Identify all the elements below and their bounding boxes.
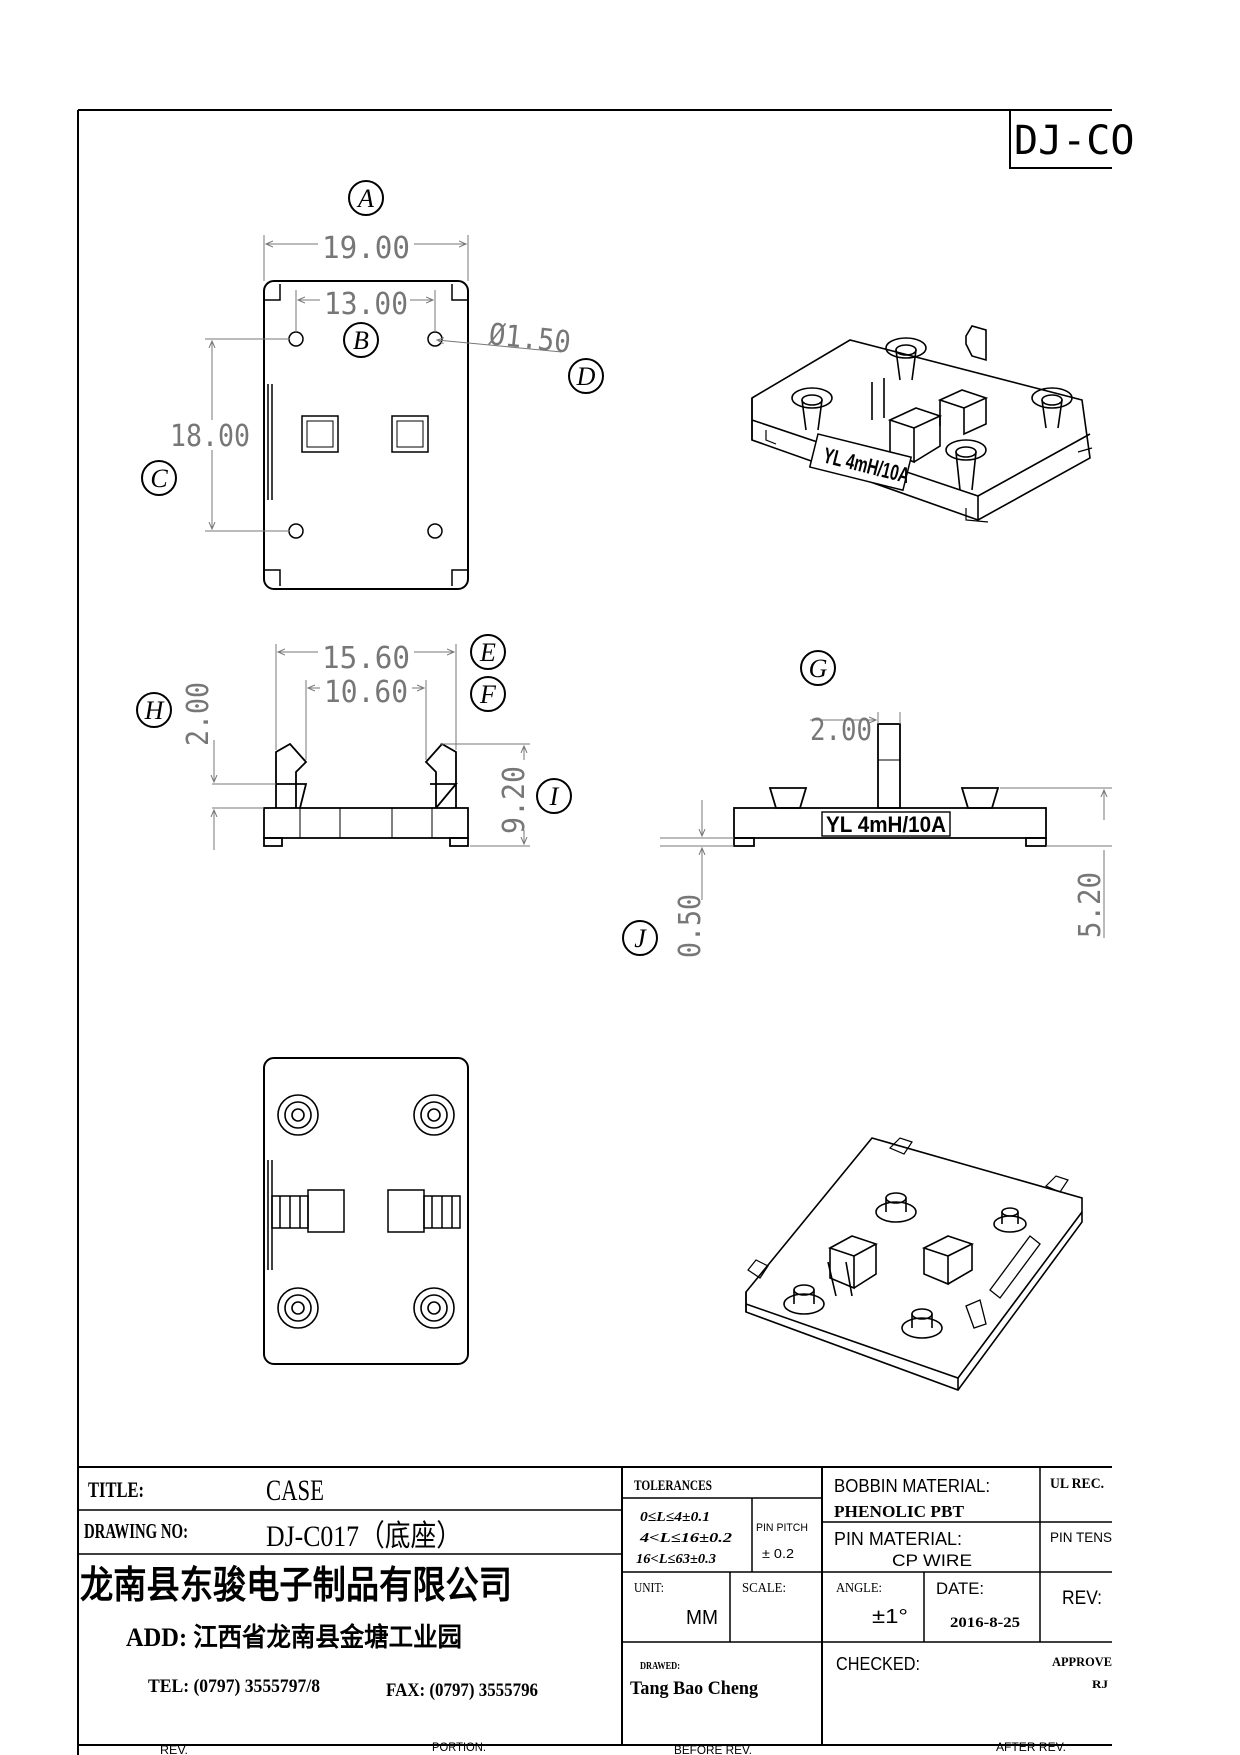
dim-pin-span-13: 13.00 xyxy=(324,287,408,322)
scale-label: SCALE: xyxy=(742,1581,786,1596)
balloons-side xyxy=(622,650,836,956)
company-tel: TEL: (0797) 3555797/8 xyxy=(148,1676,320,1697)
unit-value: MM xyxy=(686,1607,718,1629)
dim-pin-diameter: Ø1.50 xyxy=(487,317,572,360)
tolerance-3: 16<L≤63±0.3 xyxy=(636,1552,716,1567)
dim-2-00-front: 2.00 xyxy=(181,682,216,746)
side-view xyxy=(733,723,1047,847)
drawing-no-value: DJ-C017（底座） xyxy=(266,1520,462,1553)
rev-label: REV: xyxy=(1062,1588,1102,1609)
drawn-label: DRAWED: xyxy=(640,1660,680,1672)
ul-rec-label: UL REC. xyxy=(1050,1476,1104,1492)
isometric-view-top xyxy=(751,325,1093,523)
unit-label: UNIT: xyxy=(634,1581,664,1596)
rev-column: REV. xyxy=(160,1743,188,1755)
balloon-h: H xyxy=(144,696,165,725)
checked-label: CHECKED: xyxy=(836,1654,920,1674)
top-view-dimensions xyxy=(205,235,563,532)
title-block-text: TITLE: CASE DRAWING NO: DJ-C017（底座） 龙南县东… xyxy=(80,1474,1112,1755)
front-view-dimensions xyxy=(212,644,530,850)
tolerance-2: 4<L≤16±0.2 xyxy=(639,1531,732,1546)
balloon-i: I xyxy=(549,782,560,811)
pin-pitch-value: ± 0.2 xyxy=(762,1546,794,1561)
company-address: ADD: 江西省龙南县金塘工业园 xyxy=(126,1622,462,1652)
bobbin-material-label: BOBBIN MATERIAL: xyxy=(834,1476,990,1496)
dim-5-20: 5.20 xyxy=(1073,872,1108,938)
angle-label: ANGLE: xyxy=(836,1581,882,1596)
balloon-a: A xyxy=(356,184,374,213)
balloon-g: G xyxy=(809,654,828,683)
tolerance-1: 0≤L≤4±0.1 xyxy=(640,1510,710,1525)
before-rev-column: BEFORE REV. xyxy=(674,1743,752,1755)
balloon-j: J xyxy=(634,924,647,953)
pin-material-value: CP WIRE xyxy=(892,1551,972,1570)
balloon-e: E xyxy=(479,638,496,667)
title-block-lines xyxy=(78,1466,1112,1746)
pin-tens-label: PIN TENS xyxy=(1050,1529,1112,1545)
company-fax: FAX: (0797) 3555796 xyxy=(386,1680,538,1701)
angle-value: ±1° xyxy=(872,1606,908,1628)
isometric-view-bottom xyxy=(745,1137,1083,1391)
side-view-dimensions xyxy=(660,712,1112,938)
dim-15-60: 15.60 xyxy=(322,641,410,676)
title-value: CASE xyxy=(266,1474,324,1507)
after-rev-column: AFTER REV. xyxy=(996,1740,1066,1754)
pin-material-label: PIN MATERIAL: xyxy=(834,1529,962,1549)
tolerances-label: TOLERANCES xyxy=(634,1478,712,1494)
date-label: DATE: xyxy=(936,1579,984,1598)
drawing-code: DJ-CO xyxy=(1014,118,1134,164)
balloons-front xyxy=(136,634,572,814)
balloon-d: D xyxy=(576,362,596,391)
approved-label: APPROVE xyxy=(1052,1654,1112,1669)
drawing-code-box: DJ-CO xyxy=(1009,109,1134,169)
dim-width-19: 19.00 xyxy=(322,231,410,266)
front-view xyxy=(263,742,469,847)
drawn-value: Tang Bao Cheng xyxy=(630,1678,758,1699)
balloon-c: C xyxy=(150,464,168,493)
date-value: 2016-8-25 xyxy=(950,1615,1020,1631)
balloons-top xyxy=(141,180,604,496)
title-label: TITLE: xyxy=(88,1477,144,1502)
dim-height-18: 18.00 xyxy=(170,419,250,454)
dim-10-60: 10.60 xyxy=(324,675,408,710)
part-marking-side: YL 4mH/10A xyxy=(826,812,946,837)
top-view-dim-text: 19.00 13.00 Ø1.50 18.00 xyxy=(170,231,572,454)
dim-9-20: 9.20 xyxy=(497,766,532,834)
balloon-f: F xyxy=(479,680,497,709)
dim-0-50: 0.50 xyxy=(673,894,708,958)
approved-value: RJ xyxy=(1092,1677,1108,1691)
company-name: 龙南县东骏电子制品有限公司 xyxy=(80,1565,512,1607)
drawing-frame xyxy=(77,109,1112,1755)
bobbin-material-value: PHENOLIC PBT xyxy=(834,1502,965,1521)
dim-2-00-side: 2.00 xyxy=(810,713,872,748)
pin-pitch-label: PIN PITCH xyxy=(756,1522,808,1534)
drawing-no-label: DRAWING NO: xyxy=(84,1519,188,1543)
bottom-view xyxy=(263,1057,469,1365)
portion-column: PORTION. xyxy=(432,1740,486,1754)
balloon-b: B xyxy=(353,326,369,355)
